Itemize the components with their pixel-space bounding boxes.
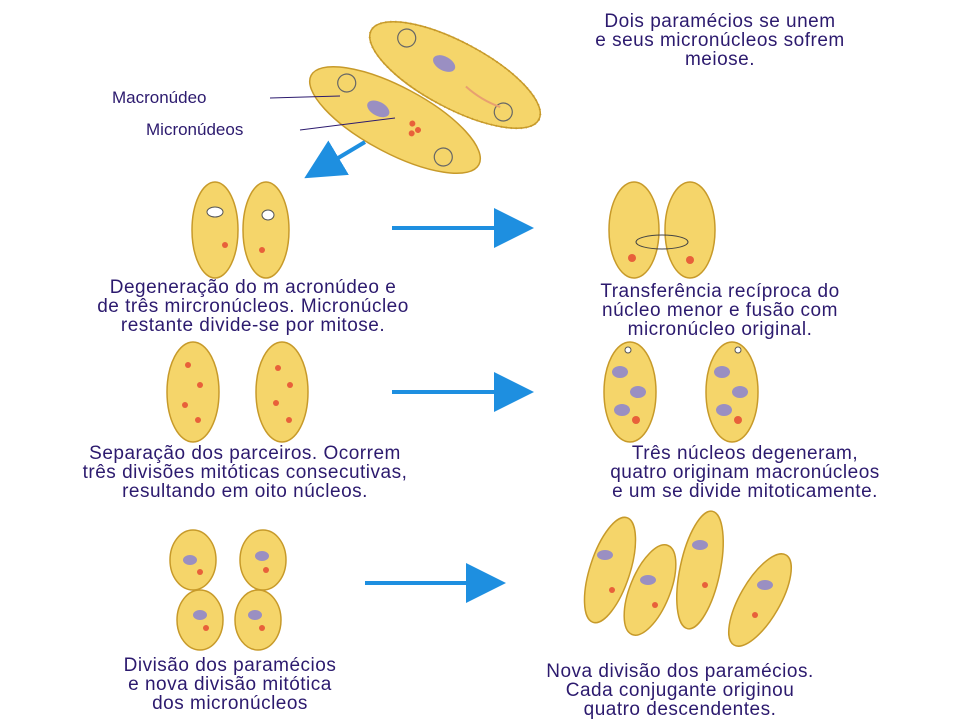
- arrow-step1: [304, 140, 367, 179]
- caption-step3: Transferência recíproca do núcleo menor …: [600, 281, 840, 340]
- caption-step7: Nova divisão dos paramécios. Cada conjug…: [546, 661, 814, 720]
- caption-step6: Divisão dos paramécios e nova divisão mi…: [123, 655, 337, 714]
- caption-step5: Três núcleos degeneram, quatro originam …: [610, 443, 880, 502]
- caption-step2: Degeneração do m acronúdeo e de três mir…: [97, 277, 409, 336]
- caption-step4: Separação dos parceiros. Ocorrem três di…: [82, 443, 408, 502]
- caption-step1: Dois paramécios se unem e seus micronúcl…: [595, 11, 845, 70]
- paramecium-lower: [308, 65, 482, 175]
- step5-cells: [603, 341, 759, 443]
- step4-cells: [166, 341, 309, 443]
- macronucleus-upper: [433, 55, 456, 72]
- step6-cells: [169, 529, 287, 651]
- step7-cells: [583, 510, 792, 647]
- micronuclei-label: Micronúdeos: [146, 120, 244, 139]
- macronucleus-label: Macronúdeo: [112, 88, 207, 107]
- step2-cells: [191, 181, 290, 279]
- top-paramecium-pair: [269, 20, 542, 175]
- step3-cells: [608, 181, 716, 279]
- macronucleus-lower: [367, 100, 390, 118]
